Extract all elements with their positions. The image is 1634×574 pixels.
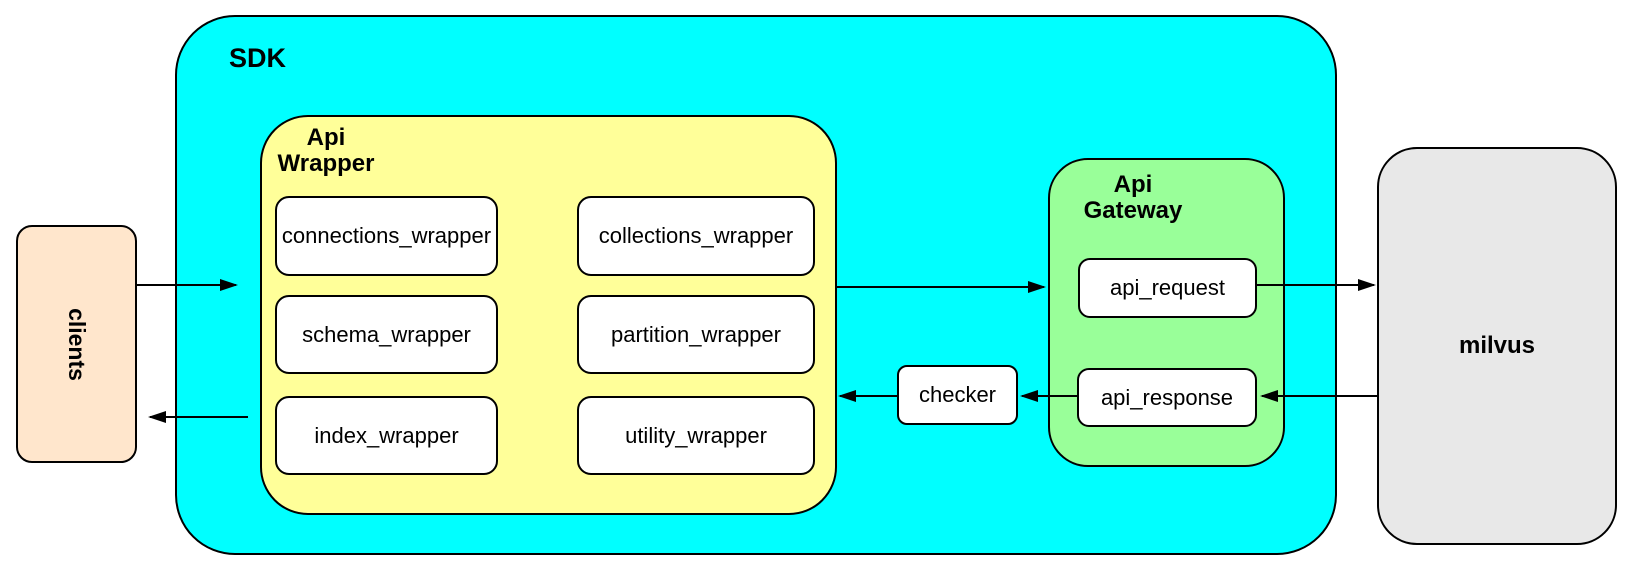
collections-wrapper-label: collections_wrapper [598,223,794,248]
index-wrapper-node: index_wrapper [275,396,498,475]
schema-wrapper-node: schema_wrapper [275,295,498,374]
connections-wrapper-label: connections_wrapper [281,223,492,248]
api-gateway-label-line1: Api [1113,171,1153,198]
clients-label: clients [64,307,90,381]
partition-wrapper-node: partition_wrapper [577,295,815,374]
api-request-node: api_request [1078,258,1257,318]
api-wrapper-label-line2: Wrapper [277,150,375,177]
milvus-label: milvus [1458,332,1536,359]
api-response-label: api_response [1100,384,1234,410]
connections-wrapper-node: connections_wrapper [275,196,498,276]
milvus-node: milvus [1377,147,1617,545]
sdk-label: SDK [229,43,287,73]
clients-node: clients [16,225,137,463]
utility-wrapper-label: utility_wrapper [625,422,767,448]
api-gateway-label: Api Gateway [1068,172,1198,224]
utility-wrapper-node: utility_wrapper [577,396,815,475]
collections-wrapper-node: collections_wrapper [577,196,815,276]
schema-wrapper-label: schema_wrapper [302,321,471,347]
index-wrapper-label: index_wrapper [314,422,459,448]
api-wrapper-label-line1: Api [306,124,346,151]
api-gateway-label-line2: Gateway [1083,197,1183,224]
api-response-node: api_response [1077,368,1257,427]
checker-node: checker [897,365,1018,425]
api-request-label: api_request [1110,275,1225,300]
api-wrapper-label: Api Wrapper [270,125,382,177]
checker-label: checker [918,382,997,407]
partition-wrapper-label: partition_wrapper [611,321,781,347]
